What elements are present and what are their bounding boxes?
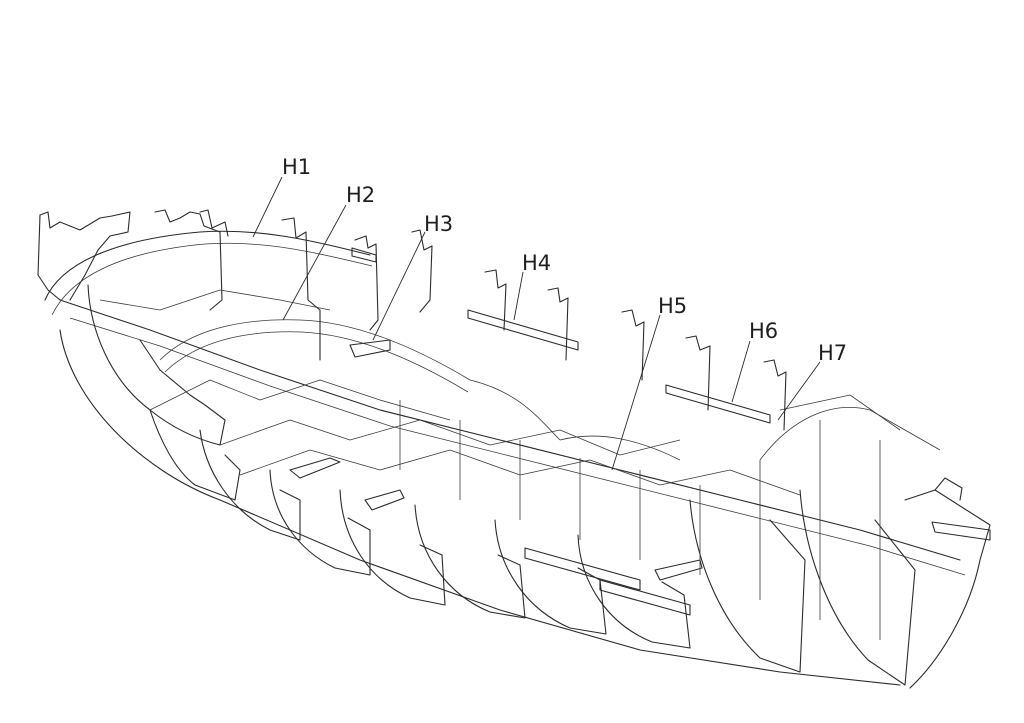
leader-h2 bbox=[282, 204, 347, 321]
label-h4: H4 bbox=[522, 251, 551, 275]
hull-bottom-curve bbox=[59, 329, 901, 686]
interior-structure bbox=[99, 289, 941, 640]
label-h3: H3 bbox=[424, 212, 453, 236]
label-h5: H5 bbox=[658, 294, 687, 318]
leader-h4 bbox=[513, 271, 524, 321]
hull-structure bbox=[37, 209, 991, 689]
leader-lines bbox=[252, 176, 821, 471]
frames bbox=[37, 211, 991, 689]
label-h2: H2 bbox=[346, 183, 375, 207]
label-h1: H1 bbox=[282, 155, 311, 179]
part-labels: H1 H2 H3 H4 H5 H6 H7 bbox=[282, 155, 847, 365]
gunwale-rail bbox=[44, 230, 371, 301]
leader-h1 bbox=[252, 176, 283, 238]
label-h6: H6 bbox=[749, 319, 778, 343]
leader-h7 bbox=[777, 361, 821, 421]
frame-tops bbox=[154, 209, 787, 431]
leader-h3 bbox=[372, 231, 426, 341]
keel bbox=[59, 299, 961, 561]
cross-members bbox=[289, 247, 991, 616]
leader-h6 bbox=[731, 340, 751, 403]
leader-h5 bbox=[611, 314, 661, 471]
label-h7: H7 bbox=[818, 341, 847, 365]
